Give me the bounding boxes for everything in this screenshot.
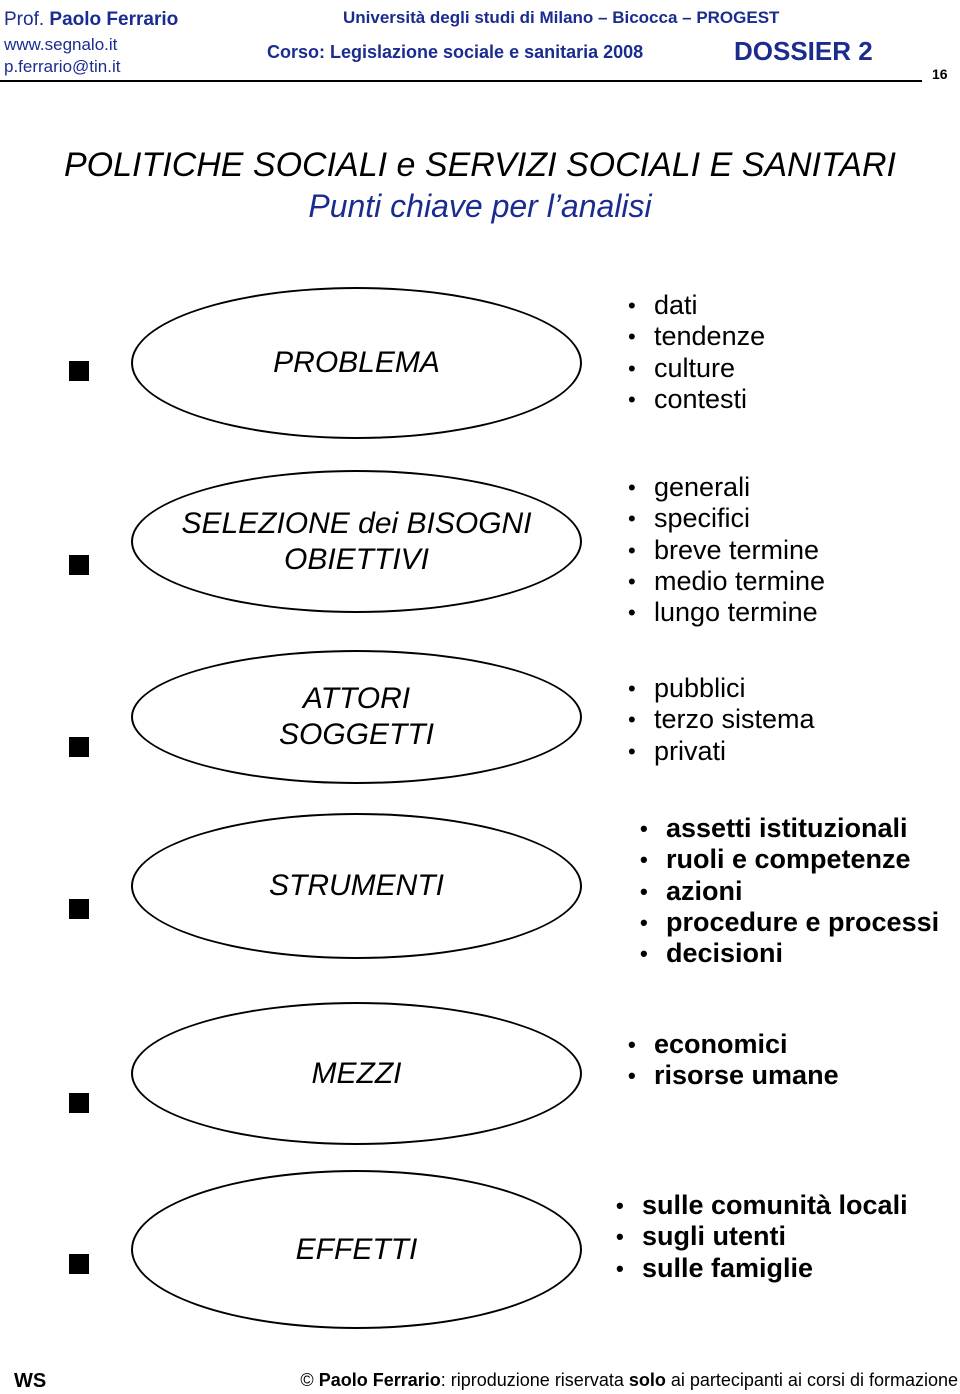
ellipse-label: MEZZI xyxy=(311,1056,402,1090)
list-item: dati xyxy=(628,290,765,322)
ellipse-strumenti: STRUMENTI xyxy=(131,813,582,959)
header-email[interactable]: p.ferrario@tin.it xyxy=(4,57,121,76)
footer-text-b: ai partecipanti ai corsi di formazione xyxy=(665,1370,958,1390)
ellipse-label: PROBLEMA xyxy=(273,346,440,379)
list-item: specifici xyxy=(628,503,825,535)
header-university: Università degli studi di Milano – Bicoc… xyxy=(343,8,780,27)
list-item: decisioni xyxy=(640,938,939,970)
list-item: pubblici xyxy=(628,673,815,705)
list-item: medio termine xyxy=(628,566,825,598)
bullet-square xyxy=(69,1093,95,1119)
ellipse-label: SELEZIONE dei BISOGNI xyxy=(181,506,532,540)
footer-solo: solo xyxy=(628,1370,666,1390)
page-subtitle: Punti chiave per l’analisi xyxy=(308,188,652,224)
list-item: sulle famiglie xyxy=(616,1253,908,1285)
ellipse-problema: PROBLEMA xyxy=(131,287,582,439)
footer-copyright: © Paolo Ferrario: riproduzione riservata… xyxy=(300,1370,958,1391)
ellipse-label: STRUMENTI xyxy=(269,869,444,902)
header-author-name: Paolo Ferrario xyxy=(49,9,179,30)
ellipse-label: OBIETTIVI xyxy=(283,542,430,576)
list-item: procedure e processi xyxy=(640,907,939,939)
list-item: assetti istituzionali xyxy=(640,813,939,845)
ellipse-mezzi: MEZZI xyxy=(131,1002,582,1145)
bullet-square xyxy=(69,555,95,581)
list-item: lungo termine xyxy=(628,597,825,629)
list-item: culture xyxy=(628,353,765,385)
bullet-square xyxy=(69,1254,95,1280)
list-item: risorse umane xyxy=(628,1060,839,1092)
list-item: sugli utenti xyxy=(616,1221,908,1253)
header-site[interactable]: www.segnalo.it xyxy=(4,35,118,54)
footer-text-a: : riproduzione riservata xyxy=(440,1370,629,1390)
ellipse-selezione-bisogni: SELEZIONE dei BISOGNI OBIETTIVI xyxy=(131,470,582,613)
list-attori: pubblici terzo sistema privati xyxy=(628,673,815,767)
page-title: POLITICHE SOCIALI e SERVIZI SOCIALI E SA… xyxy=(64,146,896,184)
page-number: 16 xyxy=(932,66,948,82)
ellipse-attori: ATTORI SOGGETTI xyxy=(131,650,582,784)
header-author: Prof. Paolo Ferrario xyxy=(4,9,178,31)
list-item: terzo sistema xyxy=(628,704,815,736)
ellipse-label: EFFETTI xyxy=(295,1232,418,1266)
footer-author: Paolo Ferrario xyxy=(318,1370,441,1390)
list-item: sulle comunità locali xyxy=(616,1190,908,1222)
list-mezzi: economici risorse umane xyxy=(628,1029,839,1092)
ellipse-effetti: EFFETTI xyxy=(131,1170,582,1329)
list-selezione-bisogni: generali specifici breve termine medio t… xyxy=(628,472,825,629)
list-item: ruoli e competenze xyxy=(640,844,939,876)
copyright-icon: © xyxy=(300,1370,314,1390)
list-strumenti: assetti istituzionali ruoli e competenze… xyxy=(640,813,939,970)
header-dossier: DOSSIER 2 xyxy=(734,36,873,66)
list-item: privati xyxy=(628,736,815,768)
list-effetti: sulle comunità locali sugli utenti sulle… xyxy=(616,1190,908,1284)
list-problema: dati tendenze culture contesti xyxy=(628,290,765,415)
header-prof: Prof. xyxy=(4,9,50,30)
list-item: contesti xyxy=(628,384,765,416)
list-item: breve termine xyxy=(628,535,825,567)
bullet-square xyxy=(69,737,95,763)
list-item: azioni xyxy=(640,876,939,908)
ellipse-label: ATTORI xyxy=(302,682,411,715)
bullet-square xyxy=(69,361,95,387)
ellipse-label: SOGGETTI xyxy=(278,718,434,751)
bullet-square xyxy=(69,899,95,925)
footer-ws: WS xyxy=(14,1370,47,1392)
list-item: generali xyxy=(628,472,825,504)
header-rule xyxy=(0,80,922,82)
header-course: Corso: Legislazione sociale e sanitaria … xyxy=(267,42,644,62)
list-item: tendenze xyxy=(628,321,765,353)
list-item: economici xyxy=(628,1029,839,1061)
